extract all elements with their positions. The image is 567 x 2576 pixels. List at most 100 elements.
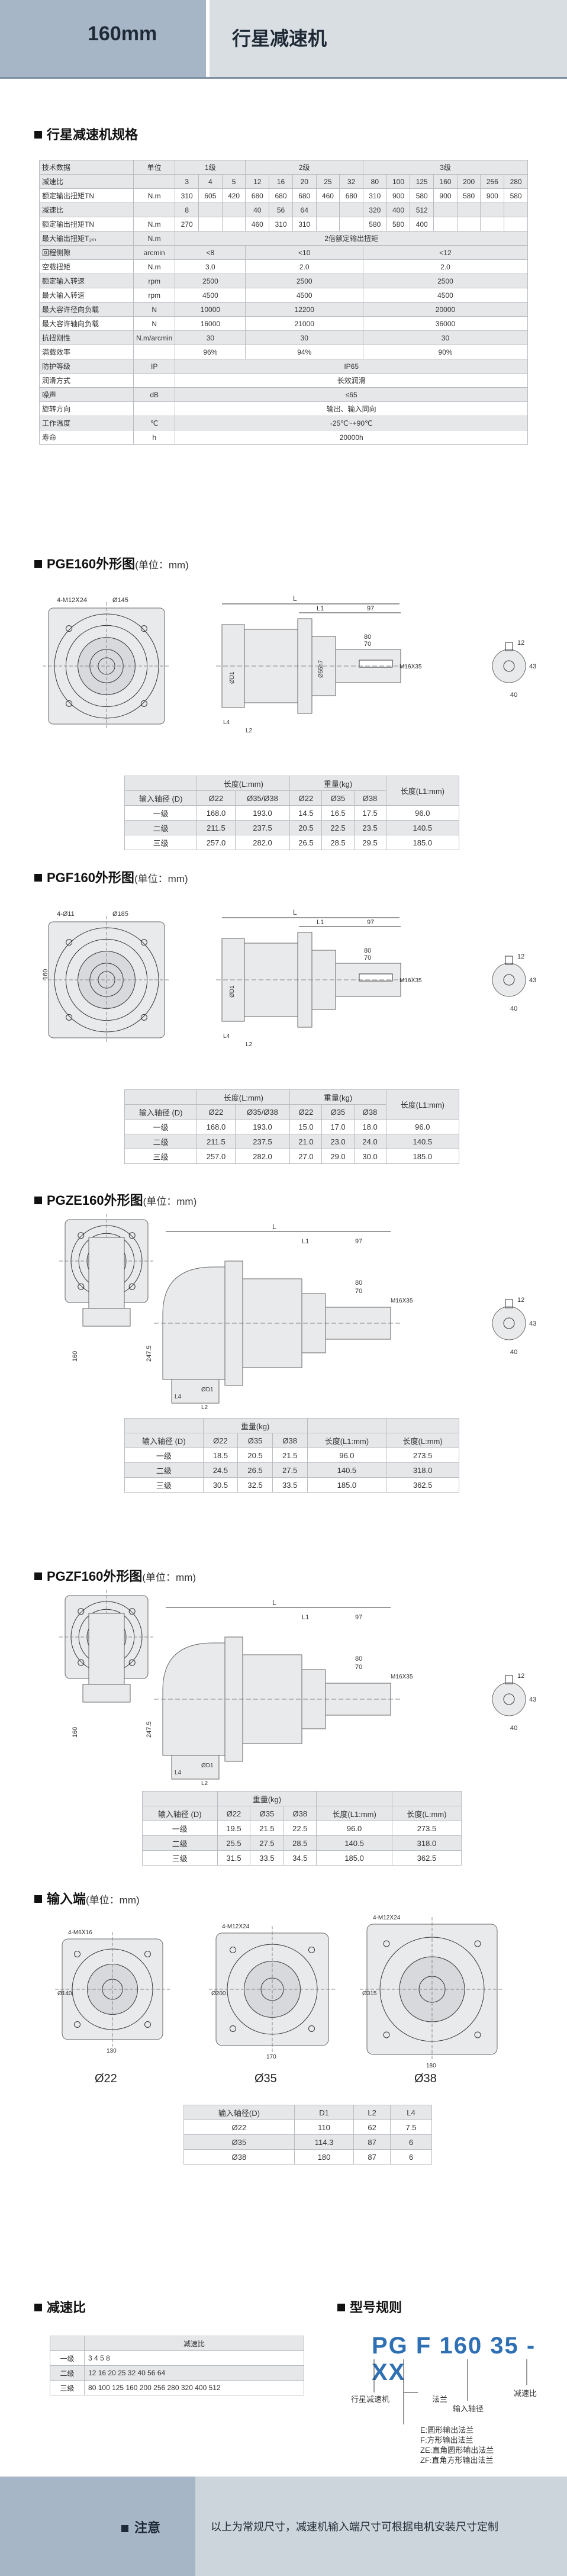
- spec-value: <10: [245, 245, 363, 260]
- dimension-label: 97: [367, 919, 374, 926]
- dimension-label: L1: [317, 605, 324, 612]
- square-bullet-icon: [34, 560, 42, 568]
- dimension-label: 4-Ø11: [73, 1590, 91, 1591]
- ratio-stage: 一级: [49, 2350, 85, 2366]
- spec-unit: rpm: [133, 288, 176, 303]
- dim-value: 21.5: [272, 1448, 308, 1463]
- dim-value: 7.5: [390, 2120, 432, 2135]
- dim-value: 26.5: [289, 835, 323, 850]
- dimension-label: Ø185: [112, 1590, 128, 1591]
- spec-value: 900: [386, 188, 411, 203]
- dimension-label: 247.5: [146, 1345, 153, 1362]
- dim-value: 33.5: [272, 1477, 308, 1493]
- spec-value: [433, 202, 458, 217]
- pgze-drawing: 4-M12Ⅹ24Ø145LL1978070M16Ⅹ35247.5160L4L2Ø…: [59, 1214, 536, 1411]
- spec-value: 94%: [245, 345, 363, 359]
- dim-head-cell: 长度(L:mm): [391, 1806, 462, 1821]
- dim-value: 20.5: [289, 820, 323, 835]
- dim-value: 62: [353, 2120, 391, 2135]
- dim-value: 96.0: [385, 1119, 460, 1134]
- mounting-hole: [383, 1940, 390, 1947]
- dim-value: 193.0: [234, 805, 291, 821]
- spec-value: 580: [456, 188, 481, 203]
- dimension-label: Ø145: [112, 597, 128, 604]
- dimension-label: 80: [364, 633, 371, 641]
- spec-value: 512: [410, 202, 434, 217]
- dim-value: 32.5: [237, 1477, 273, 1493]
- dim-head-cell: 长度(L1:mm): [307, 1433, 387, 1448]
- dim-value: 16.5: [321, 805, 355, 821]
- dimension-label: 160: [42, 969, 49, 980]
- mounting-hole: [140, 939, 147, 946]
- ratio-stage: 三级: [49, 2380, 85, 2395]
- dim-head-cell: Ø35/Ø38: [234, 1104, 291, 1120]
- ratio-stage: 二级: [49, 2365, 85, 2381]
- spec-value: 30: [175, 330, 246, 345]
- spec-value: 270: [175, 217, 199, 231]
- dimension-label: 40: [510, 1725, 517, 1732]
- mounting-hole: [128, 1659, 136, 1666]
- dimension-label: 70: [355, 1664, 362, 1671]
- dim-value: 282.0: [234, 835, 291, 850]
- mounting-hole: [144, 2021, 151, 2028]
- spec-value: 310: [175, 188, 199, 203]
- mounting-hole: [78, 1232, 85, 1239]
- shaft-end-circle: [492, 649, 526, 683]
- dim-head-cell: Ø38: [353, 790, 386, 806]
- shaft-end-circle: [492, 1682, 526, 1716]
- dimension-label: 12: [517, 953, 524, 960]
- dim-head-cell: 重量(kg): [202, 1418, 308, 1433]
- dim-head-cell: Ø38: [283, 1806, 317, 1821]
- spec-value: 2500: [245, 274, 363, 288]
- spec-value: 420: [221, 188, 246, 203]
- dimension-label: L1: [302, 1238, 309, 1245]
- mounting-hole: [128, 1283, 136, 1290]
- ratio-head-cell: [49, 2336, 85, 2351]
- spec-value: 2500: [175, 274, 246, 288]
- spec-head-cell: 1级: [175, 160, 246, 175]
- table-row: 重量(kg): [142, 1791, 462, 1806]
- spec-value: 96%: [175, 345, 246, 359]
- spec-value: [198, 217, 223, 231]
- dim-value: 33.5: [250, 1850, 284, 1866]
- square-bullet-icon: [337, 2304, 345, 2311]
- dimension-label: L2: [246, 728, 253, 734]
- spec-label: 额定输出扭矩TN: [39, 217, 134, 231]
- dim-value: Ø35: [183, 2134, 295, 2150]
- dim-value: 二级: [124, 820, 198, 835]
- pgf-heading: PGF160外形图(单位：mm): [34, 867, 188, 886]
- dimension-label: Ø200: [211, 1990, 226, 1997]
- spec-label: 空载扭矩: [39, 259, 134, 274]
- dim-value: 237.5: [234, 820, 291, 835]
- mounting-hole: [74, 1951, 80, 1957]
- dim-value: 三级: [124, 1477, 204, 1493]
- square-bullet-icon: [34, 131, 42, 139]
- spec-value: 580: [362, 217, 387, 231]
- spec-value: 160: [433, 174, 458, 189]
- spec-value: 400: [386, 202, 411, 217]
- dim-head-cell: Ø22: [196, 1104, 236, 1120]
- spec-value: [480, 217, 505, 231]
- square-bullet-icon: [121, 2525, 128, 2532]
- model-label-flange: 法兰: [432, 2395, 448, 2404]
- spec-head-cell: 2级: [245, 160, 363, 175]
- input-mount: [171, 1755, 220, 1780]
- dimension-label: 4-M12Ⅹ24: [73, 1214, 104, 1215]
- dimension-label: 80: [355, 1279, 362, 1287]
- dimension-label: L1: [302, 1614, 309, 1621]
- dimension-label: 40: [510, 1349, 517, 1356]
- dim-head-cell: 重量(kg): [217, 1791, 317, 1806]
- dim-value: 168.0: [196, 805, 236, 821]
- mounting-hole: [383, 2031, 390, 2038]
- dim-value: 257.0: [196, 835, 236, 850]
